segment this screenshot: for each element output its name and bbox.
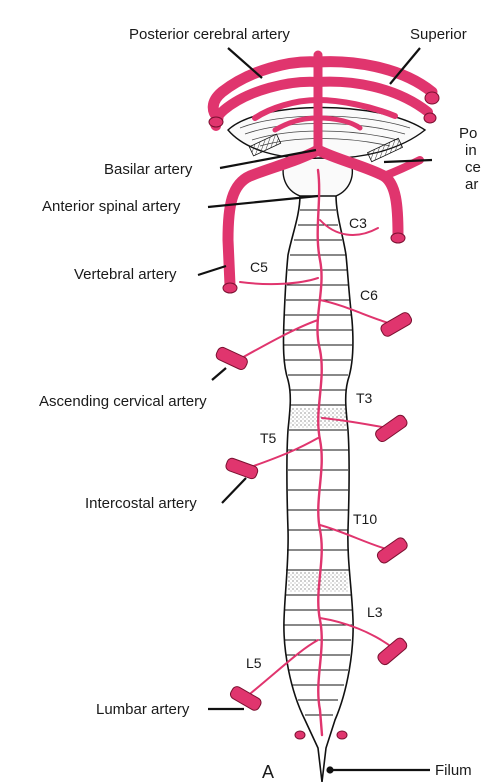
segment-t3: T3 [356, 390, 373, 406]
label-posterior-inferior-line4: ar [465, 176, 479, 193]
label-lumbar-artery: Lumbar artery [96, 701, 190, 718]
branch-t10 [319, 524, 391, 551]
leader-vertebral [197, 264, 227, 277]
leader-posterior-inferior [383, 158, 433, 164]
segment-t10: T10 [353, 511, 378, 527]
leader-lines [197, 47, 433, 774]
label-basilar-artery: Basilar artery [104, 161, 193, 178]
leader-ascending-cervical [211, 367, 227, 381]
hatched-vessel-right [366, 137, 404, 163]
segment-c3: C3 [349, 215, 367, 231]
arterial-stumps [208, 91, 440, 740]
label-posterior-cerebral-artery: Posterior cerebral artery [129, 26, 290, 43]
leader-filum-dot [326, 766, 334, 774]
stump-vertebral-left [222, 282, 238, 294]
spinal-cord-outline [282, 194, 354, 782]
stump-pca-left [208, 116, 224, 128]
branch-asc-cervical [237, 319, 319, 361]
stump-t10 [376, 537, 408, 564]
segment-t5: T5 [260, 430, 277, 446]
pontine-branches [252, 97, 398, 121]
label-superior-cerebellar-artery: Superior [410, 26, 467, 43]
label-filum: Filum [435, 762, 472, 779]
brainstem [227, 106, 427, 197]
segment-c6: C6 [360, 287, 378, 303]
superior-cerebellar-artery-right [313, 76, 433, 117]
branch-l3 [319, 617, 394, 649]
stump-l3 [377, 637, 408, 666]
label-posterior-inferior-line1: Po [459, 125, 478, 142]
vertebral-artery-left [222, 144, 324, 291]
label-intercostal-artery: Intercostal artery [85, 495, 197, 512]
leader-anterior-spinal [207, 194, 319, 209]
cord-dotted-band-lower [288, 572, 348, 592]
branch-c6 [319, 299, 393, 325]
conus-vessel-left [294, 730, 306, 740]
label-anterior-spinal-artery: Anterior spinal artery [42, 198, 181, 215]
stump-t5 [225, 457, 259, 480]
branch-l5 [244, 639, 319, 699]
stump-pca-right [424, 91, 440, 105]
arteries [207, 50, 438, 737]
segment-l3: L3 [367, 604, 383, 620]
stump-c6 [380, 312, 413, 337]
stump-sca-right [423, 112, 437, 124]
branch-t5 [247, 437, 319, 469]
label-vertebral-artery: Vertebral artery [74, 266, 177, 283]
segment-c5: C5 [250, 259, 268, 275]
hatched-vessel-left [248, 133, 282, 157]
anterior-spinal-artery [316, 168, 324, 737]
label-posterior-inferior-line3: ce [465, 159, 481, 176]
stump-asc-cervical [215, 346, 248, 370]
leader-superior [389, 47, 421, 85]
leader-posterior-cerebral [227, 47, 263, 79]
branch-c3 [319, 219, 379, 236]
stump-vertebral-right [390, 232, 406, 244]
stump-t3 [375, 414, 408, 443]
leader-intercostal [221, 477, 247, 504]
segment-l5: L5 [246, 655, 262, 671]
branch-c5 [239, 277, 319, 286]
label-ascending-cervical-artery: Ascending cervical artery [39, 393, 207, 410]
conus-vessel-right [336, 730, 348, 740]
leader-basilar [219, 148, 317, 170]
panel-letter: A [262, 762, 275, 782]
label-posterior-inferior-line2: in [465, 142, 477, 159]
posterior-cerebral-artery-right [312, 56, 438, 98]
posterior-cerebral-artery-left [207, 56, 324, 124]
stump-l5 [229, 686, 262, 711]
